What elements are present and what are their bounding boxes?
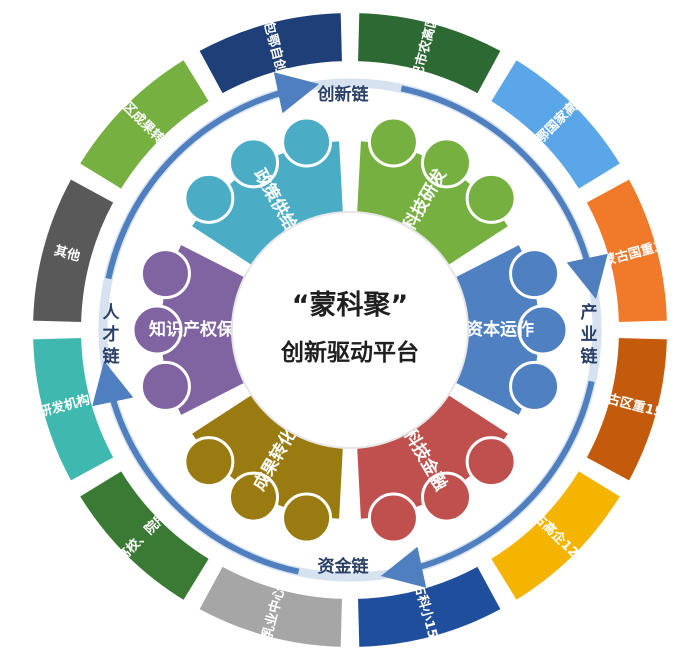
- petal: 知识产权保护: [131, 242, 252, 418]
- outer-block: 自治区成果转化区: [77, 57, 212, 192]
- outer-block-shape: [196, 11, 345, 96]
- outer-block-shape: [196, 564, 345, 649]
- center-circle: [231, 211, 469, 449]
- outer-block-shape: [77, 468, 212, 603]
- outer-block-shape: [355, 564, 504, 649]
- petal-bubble: [465, 436, 517, 488]
- petal-bubble: [139, 248, 191, 300]
- petal-bubble: [139, 360, 191, 412]
- chain-label-left: 人才链: [103, 303, 121, 367]
- chain-arrow: [400, 85, 608, 300]
- chain-arrow: [380, 380, 595, 588]
- petal-bubble: [465, 172, 517, 224]
- petal-label: 知识产权保护: [148, 319, 251, 340]
- chain-arrow: [92, 360, 300, 575]
- outer-block-shape: [584, 335, 669, 484]
- petal: 科技研发: [354, 116, 517, 271]
- petal-bubble: [183, 436, 235, 488]
- chain-label-top: 创新链: [317, 84, 370, 105]
- outer-block: 乳业中心: [196, 564, 345, 649]
- outer-block-shape: [31, 335, 116, 484]
- chain-label-bottom: 资金链: [318, 556, 370, 577]
- chain-ring-track: [98, 78, 602, 582]
- outer-block: 其他: [31, 176, 116, 325]
- outer-ring: 巴市农高区呼包鄂国家高新区内蒙古国重3家内蒙古区重152家内蒙古高企1223家内…: [12, 7, 687, 671]
- petal-bubble: [421, 137, 472, 189]
- outer-block-shape: [77, 57, 212, 192]
- outer-block-shape: [488, 468, 623, 603]
- petal-bubble: [281, 492, 333, 544]
- petal-bubble: [509, 360, 561, 412]
- chain-ring: [92, 72, 608, 588]
- chain-arrow: [105, 72, 320, 280]
- petal-bubble: [281, 116, 333, 168]
- outer-block-shape: [31, 176, 116, 325]
- outer-block: 巴市农高区: [355, 11, 504, 96]
- outer-block-shape: [355, 11, 504, 96]
- center-hub: “蒙科聚” 创新驱动平台: [231, 211, 469, 449]
- petal: 科技金融: [354, 389, 517, 544]
- petal: 政策供给: [183, 116, 346, 271]
- petal-bubble: [509, 248, 561, 300]
- petal-bubble: [421, 471, 472, 523]
- petal-bubble: [517, 304, 569, 356]
- petal-bubble: [367, 116, 419, 168]
- petal-bubble: [228, 471, 279, 523]
- center-subtitle: 创新驱动平台: [280, 339, 419, 366]
- outer-block-shape: [584, 176, 669, 325]
- petal-bubble: [183, 172, 235, 224]
- outer-block: 内蒙古高企1223家: [488, 468, 623, 603]
- outer-block: 高校、院所: [77, 468, 212, 603]
- petal: 资本运作: [448, 242, 569, 418]
- petal-label: 资本运作: [466, 319, 534, 340]
- petal-bubble: [367, 492, 419, 544]
- petal: 成果转化: [183, 389, 346, 544]
- petal-bubble: [228, 137, 279, 189]
- outer-block-shape: [488, 57, 623, 192]
- outer-block-label: 其他: [52, 243, 81, 265]
- chain-label-right: 产业链: [581, 302, 599, 367]
- petal-bubble: [131, 304, 183, 356]
- center-title: “蒙科聚”: [292, 290, 409, 321]
- outer-block: 呼包鄂国家高新区: [488, 57, 623, 192]
